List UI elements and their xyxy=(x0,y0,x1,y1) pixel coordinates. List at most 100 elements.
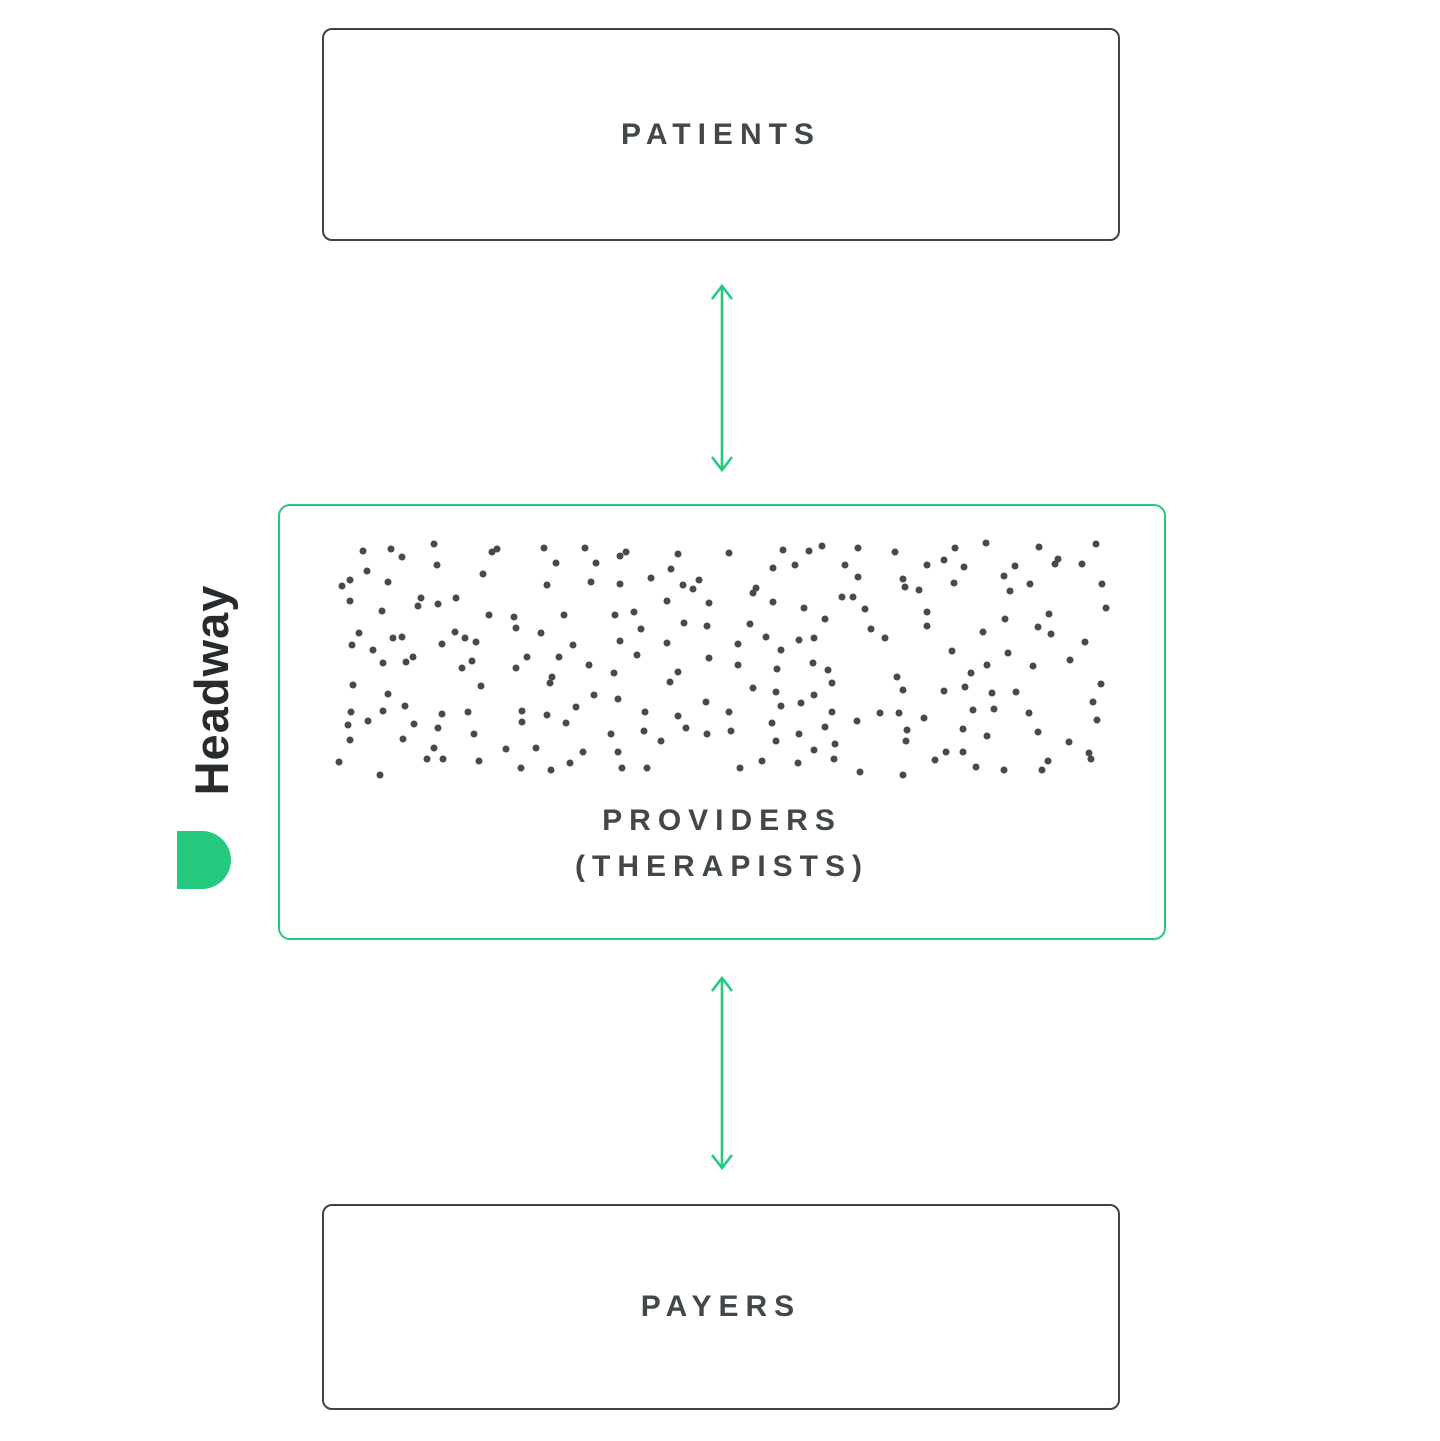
provider-dot xyxy=(800,604,808,612)
provider-dot xyxy=(376,771,384,779)
provider-dot xyxy=(1035,543,1043,551)
provider-dot xyxy=(828,708,836,716)
provider-dot xyxy=(502,745,510,753)
provider-dot xyxy=(560,611,568,619)
provider-dot xyxy=(725,708,733,715)
provider-dot xyxy=(920,714,928,722)
provider-dot xyxy=(893,673,901,681)
provider-dot xyxy=(983,661,991,669)
provider-dot xyxy=(861,605,869,613)
provider-dot xyxy=(1038,766,1046,774)
provider-dot xyxy=(972,763,980,771)
provider-dot xyxy=(818,542,826,550)
provider-dot xyxy=(451,628,459,636)
provider-dot xyxy=(378,607,386,615)
provider-dot xyxy=(810,691,818,699)
provider-dot xyxy=(452,594,460,602)
headway-logo-blob-icon xyxy=(177,831,231,889)
provider-dot xyxy=(881,634,889,642)
provider-dot xyxy=(359,547,367,555)
provider-dot xyxy=(579,748,587,756)
provider-dot xyxy=(940,687,948,695)
provider-dot xyxy=(1078,560,1086,568)
provider-dot xyxy=(1081,638,1089,646)
provider-dot xyxy=(552,559,560,567)
provider-dot xyxy=(891,548,899,556)
payers-label: PAYERS xyxy=(640,1290,802,1323)
provider-dot xyxy=(762,633,770,641)
provider-dot xyxy=(777,646,785,654)
provider-dot xyxy=(1066,656,1074,664)
provider-dot xyxy=(1085,749,1093,757)
provider-dot xyxy=(838,593,846,601)
provider-dot xyxy=(477,682,485,690)
provider-dot xyxy=(841,561,849,569)
provider-dot xyxy=(488,548,496,556)
provider-dot xyxy=(485,611,493,619)
provider-dot xyxy=(363,567,371,575)
provider-dot xyxy=(680,619,688,627)
provider-dot xyxy=(797,699,805,707)
provider-dot xyxy=(960,563,968,571)
provider-dot xyxy=(830,755,838,763)
patients-providers-connector xyxy=(702,282,742,474)
provider-dot xyxy=(640,727,648,735)
provider-dot xyxy=(940,556,948,564)
provider-dots xyxy=(334,539,1110,779)
provider-dot xyxy=(438,710,446,718)
provider-dot xyxy=(979,628,987,636)
provider-dot xyxy=(468,657,476,665)
provider-dot xyxy=(749,589,757,597)
provider-dot xyxy=(734,661,742,669)
provider-dot xyxy=(931,756,939,764)
patients-box: PATIENTS xyxy=(322,28,1120,241)
provider-dot xyxy=(923,561,931,569)
provider-dot xyxy=(572,703,580,711)
provider-dot xyxy=(915,586,923,594)
provider-dot xyxy=(725,549,733,557)
provider-dot xyxy=(512,624,520,632)
provider-dot xyxy=(518,718,526,726)
provider-dot xyxy=(633,651,641,659)
provider-dot xyxy=(547,766,555,774)
provider-dot xyxy=(1102,604,1110,612)
provider-dot xyxy=(458,664,466,672)
provider-dot xyxy=(663,597,671,605)
provider-dot xyxy=(899,686,907,694)
provider-dot xyxy=(348,641,356,649)
providers-box: PROVIDERS (THERAPISTS) xyxy=(278,504,1166,940)
provider-dot xyxy=(777,702,785,710)
provider-dot xyxy=(387,545,395,553)
provider-dot xyxy=(379,659,387,667)
provider-dot xyxy=(942,748,950,756)
provider-dot xyxy=(746,620,754,628)
provider-dot xyxy=(1089,698,1097,706)
provider-dot xyxy=(409,653,417,661)
provider-dot xyxy=(346,597,354,605)
provider-dot xyxy=(988,689,996,697)
provider-dot xyxy=(470,730,478,738)
provider-dot xyxy=(899,771,907,779)
provider-dot xyxy=(779,546,787,554)
provider-dot xyxy=(959,748,967,756)
provider-dot xyxy=(727,727,735,735)
provider-dot xyxy=(618,764,626,772)
provider-dot xyxy=(555,653,563,661)
provider-dot xyxy=(587,578,595,586)
provider-dot xyxy=(1012,688,1020,696)
provider-dot xyxy=(543,711,551,719)
provider-dot xyxy=(895,709,903,717)
arrow-up-down-icon xyxy=(710,283,734,473)
provider-dot xyxy=(379,707,387,715)
provider-dot xyxy=(417,594,425,602)
provider-dot xyxy=(566,759,574,767)
provider-dot xyxy=(853,717,861,725)
provider-dot xyxy=(1047,630,1055,638)
provider-dot xyxy=(849,593,857,601)
provider-dot xyxy=(464,708,472,716)
provider-dot xyxy=(641,708,649,716)
provider-dot xyxy=(795,636,803,644)
provider-dot xyxy=(472,638,480,646)
provider-dot xyxy=(569,641,577,649)
